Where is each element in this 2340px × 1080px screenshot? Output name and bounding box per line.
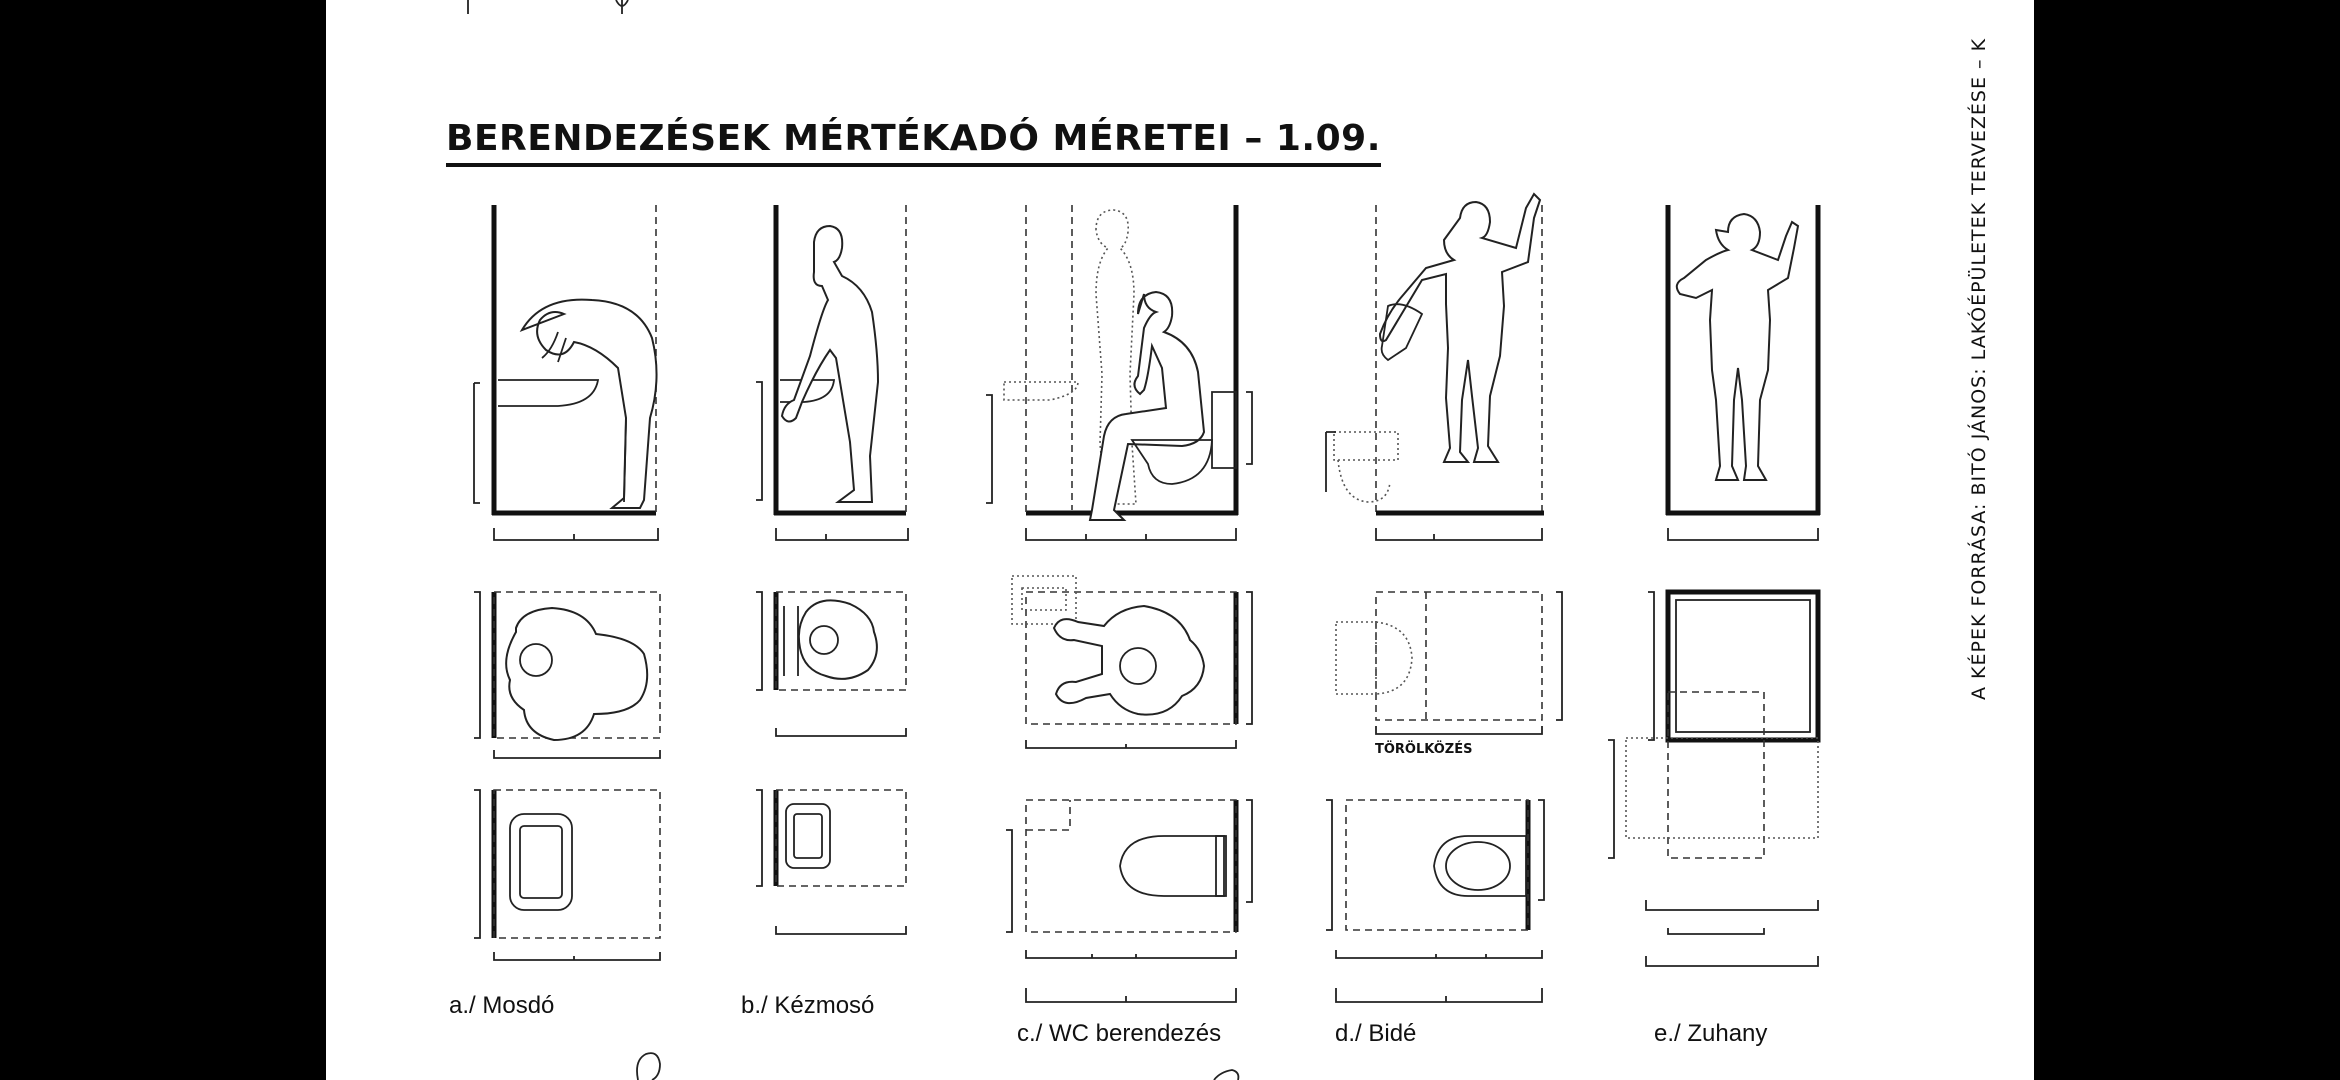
wc-elevation <box>986 205 1253 521</box>
fixture-drawings <box>467 0 1821 1080</box>
caption-kezmoso: b./ Kézmosó <box>741 992 875 1019</box>
kezmoso-elevation-dims <box>775 528 909 541</box>
page-title: BERENDEZÉSEK MÉRTÉKADÓ MÉRETEI – 1.09. <box>446 118 1381 167</box>
wc-plan-fixture-dims <box>1025 950 1237 1003</box>
cropped-top-marks <box>467 0 629 14</box>
kezmoso-plan-fixture-dims <box>775 926 907 935</box>
wc-plan-fixture <box>1006 799 1253 933</box>
zuhany-elevation <box>1665 205 1821 516</box>
zuhany-plan-dims <box>1645 900 1819 967</box>
mosdo-elevation-dims <box>493 528 659 541</box>
mosdo-plan-user-dims <box>493 750 661 759</box>
document-page: BERENDEZÉSEK MÉRTÉKADÓ MÉRETEI – 1.09. <box>326 0 2034 1080</box>
wc-elevation-dims <box>1025 528 1237 541</box>
mosdo-plan-fixture <box>474 789 661 939</box>
kezmoso-elevation <box>756 205 907 516</box>
kezmoso-plan-user <box>756 591 907 691</box>
kezmoso-plan-user-dims <box>775 728 907 737</box>
cropped-bottom-sketches <box>636 1052 1240 1080</box>
caption-zuhany: e./ Zuhany <box>1654 1020 1768 1047</box>
bide-elevation-dims <box>1375 528 1543 541</box>
zuhany-elevation-dims <box>1667 528 1819 541</box>
zuhany-plan <box>1608 589 1821 859</box>
caption-wc: c./ WC berendezés <box>1017 1020 1222 1047</box>
bide-plan-fixture-dims <box>1335 950 1543 1003</box>
caption-mosdo: a./ Mosdó <box>449 992 555 1019</box>
bide-plan-fixture <box>1326 799 1545 931</box>
torolkozes-annotation: TÖRÖLKÖZÉS <box>1375 742 1473 757</box>
mosdo-elevation <box>473 205 658 516</box>
wc-plan-user <box>1011 575 1253 725</box>
caption-bide: d./ Bidé <box>1335 1020 1417 1047</box>
bide-plan-user <box>1335 591 1563 721</box>
source-note: A KÉPEK FORRÁSA: BITÓ JÁNOS: LAKÓÉPÜLETE… <box>1968 37 1990 700</box>
mosdo-plan-user <box>474 591 661 742</box>
kezmoso-plan-fixture <box>756 789 907 887</box>
wc-plan-user-dims <box>1025 740 1237 749</box>
bide-plan-user-dims <box>1375 726 1543 735</box>
bide-elevation <box>1325 192 1544 516</box>
mosdo-plan-fixture-dims <box>493 952 661 961</box>
